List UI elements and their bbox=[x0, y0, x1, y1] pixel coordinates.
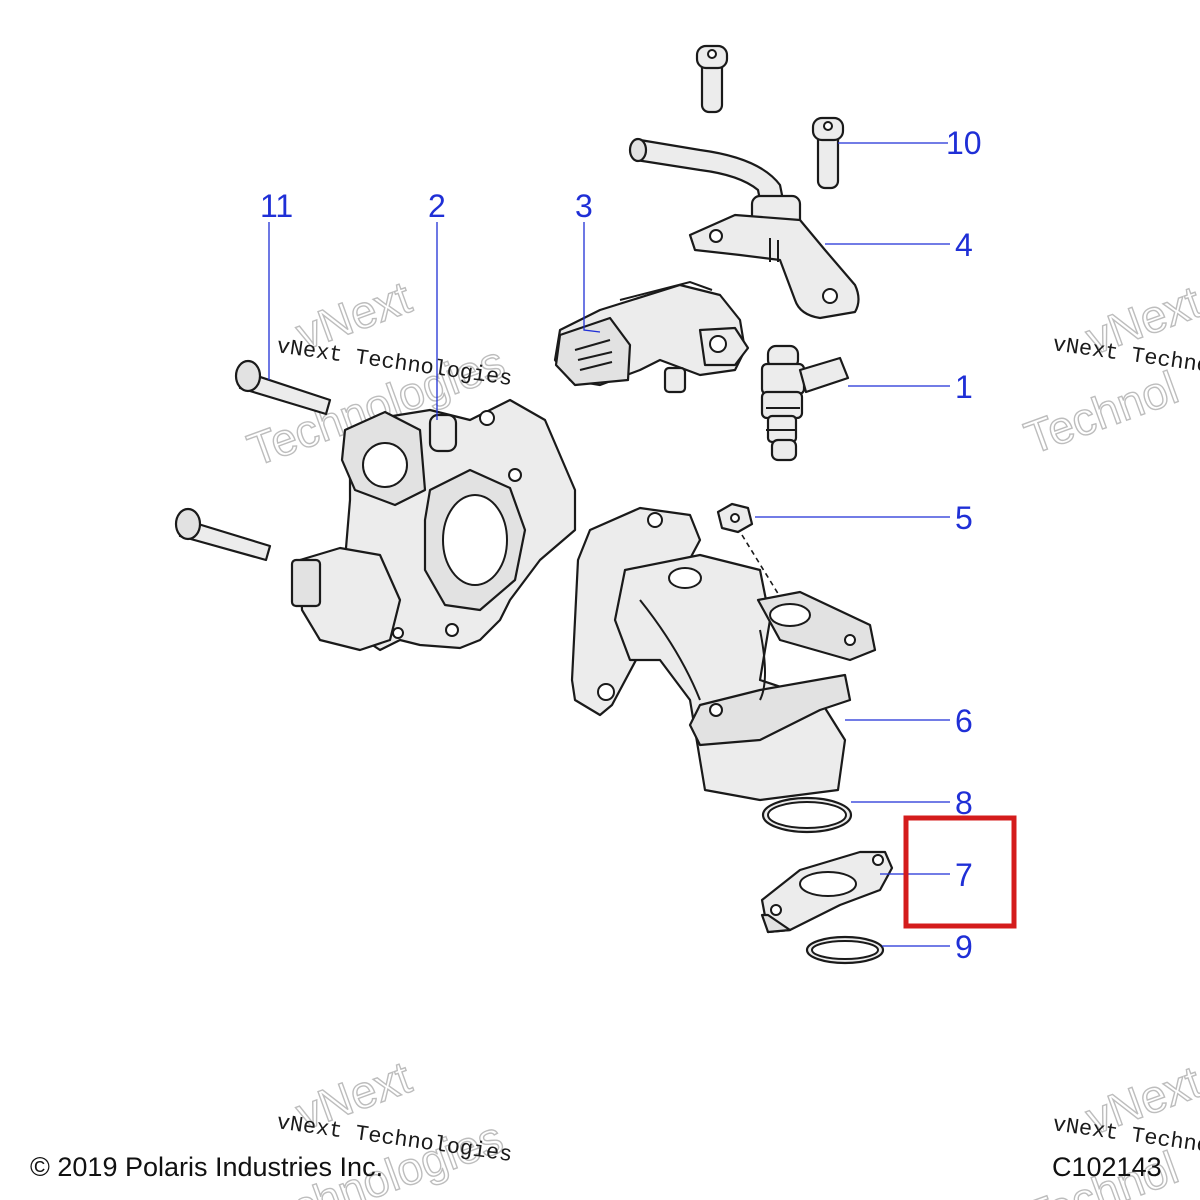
part-8-o-ring bbox=[761, 796, 853, 834]
callout-1: 1 bbox=[955, 369, 973, 405]
callout-5: 5 bbox=[955, 500, 973, 536]
leader-lines bbox=[268, 142, 950, 947]
highlight-box bbox=[903, 815, 1017, 929]
callout-9: 9 bbox=[955, 929, 973, 965]
callout-2: 2 bbox=[428, 188, 446, 224]
callout-3: 3 bbox=[575, 188, 593, 224]
part-11-bolts bbox=[174, 359, 332, 562]
part-4-fuel-rail bbox=[628, 137, 860, 320]
copyright-text: © 2019 Polaris Industries Inc. bbox=[30, 1152, 383, 1182]
callout-7: 7 bbox=[955, 857, 973, 893]
diagram-code: C102143 bbox=[1052, 1152, 1162, 1182]
callout-6: 6 bbox=[955, 703, 973, 739]
part-6-intake-manifold bbox=[570, 506, 877, 802]
callout-8: 8 bbox=[955, 785, 973, 821]
part-3-sensor bbox=[553, 280, 750, 394]
callout-4: 4 bbox=[955, 227, 973, 263]
watermark-big-cut-2: Technol bbox=[1018, 361, 1185, 464]
part-2-throttle-body bbox=[290, 398, 577, 652]
part-7-spacer bbox=[760, 850, 894, 934]
part-1-injector bbox=[760, 344, 850, 462]
watermark-top-right: vNext Technol vNext Techno bbox=[1017, 275, 1200, 465]
leader-3 bbox=[583, 222, 601, 333]
callout-10: 10 bbox=[946, 125, 982, 161]
callouts: 10 4 1 5 6 8 7 9 11 2 3 bbox=[260, 125, 982, 965]
part-9-o-ring bbox=[805, 935, 885, 965]
callout-11: 11 bbox=[260, 188, 293, 224]
part-10-screws bbox=[695, 44, 845, 190]
